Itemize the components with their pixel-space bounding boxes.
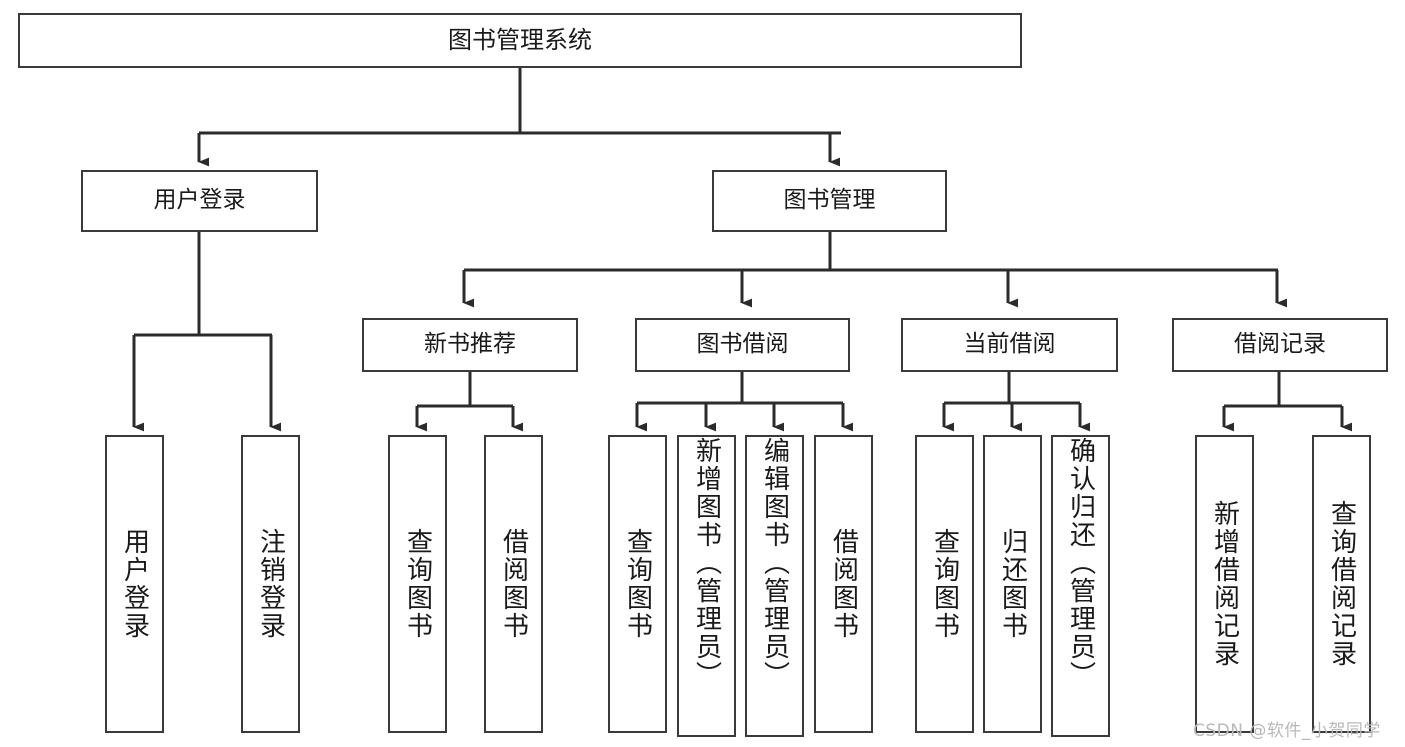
- node-leaf-query-record[interactable]: 查询借阅记录: [1312, 435, 1371, 733]
- node-current-borrow[interactable]: 当前借阅: [901, 318, 1118, 372]
- node-label: 用户登录: [153, 187, 246, 214]
- node-leaf-query-book-2[interactable]: 查询图书: [608, 435, 667, 733]
- node-label: 新书推荐: [424, 331, 516, 358]
- node-label: 图书借阅: [696, 331, 789, 358]
- node-leaf-return-book[interactable]: 归还图书: [983, 435, 1042, 733]
- node-label: 注销登录: [255, 528, 286, 640]
- node-leaf-add-book[interactable]: 新增图书（管理员）: [677, 435, 736, 737]
- node-label: 新增图书（管理员）: [691, 437, 722, 689]
- node-book-management[interactable]: 图书管理: [712, 170, 947, 232]
- node-leaf-borrow-book-2[interactable]: 借阅图书: [814, 435, 873, 733]
- node-label: 查询图书: [402, 528, 433, 640]
- csdn-watermark: CSDN @软件_小贺同学: [1193, 721, 1381, 741]
- node-user-login[interactable]: 用户登录: [81, 170, 318, 232]
- node-label: 查询图书: [929, 528, 960, 640]
- node-leaf-query-book-3[interactable]: 查询图书: [915, 435, 974, 733]
- node-leaf-user-login[interactable]: 用户登录: [105, 435, 164, 733]
- node-leaf-add-record[interactable]: 新增借阅记录: [1195, 435, 1254, 733]
- node-label: 确认归还（管理员）: [1065, 437, 1096, 689]
- node-label: 查询图书: [622, 528, 653, 640]
- node-label: 编辑图书（管理员）: [759, 437, 790, 689]
- node-new-book-recommend[interactable]: 新书推荐: [362, 318, 578, 372]
- node-root-system[interactable]: 图书管理系统: [18, 13, 1022, 68]
- node-label: 新增借阅记录: [1209, 500, 1240, 668]
- node-label: 借阅图书: [498, 528, 529, 640]
- node-leaf-confirm-return[interactable]: 确认归还（管理员）: [1051, 435, 1110, 737]
- node-label: 用户登录: [119, 528, 150, 640]
- node-book-borrow[interactable]: 图书借阅: [635, 318, 850, 372]
- node-leaf-query-book-1[interactable]: 查询图书: [388, 435, 447, 733]
- node-label: 借阅图书: [828, 528, 859, 640]
- node-leaf-logout-login[interactable]: 注销登录: [241, 435, 300, 733]
- node-label: 当前借阅: [963, 331, 1056, 358]
- node-label: 图书管理系统: [448, 26, 592, 55]
- node-leaf-borrow-book-1[interactable]: 借阅图书: [484, 435, 543, 733]
- node-leaf-edit-book[interactable]: 编辑图书（管理员）: [745, 435, 804, 737]
- node-label: 查询借阅记录: [1326, 500, 1357, 668]
- node-label: 图书管理: [783, 187, 876, 214]
- node-label: 归还图书: [997, 528, 1028, 640]
- node-borrow-record[interactable]: 借阅记录: [1172, 318, 1388, 372]
- node-label: 借阅记录: [1234, 331, 1326, 358]
